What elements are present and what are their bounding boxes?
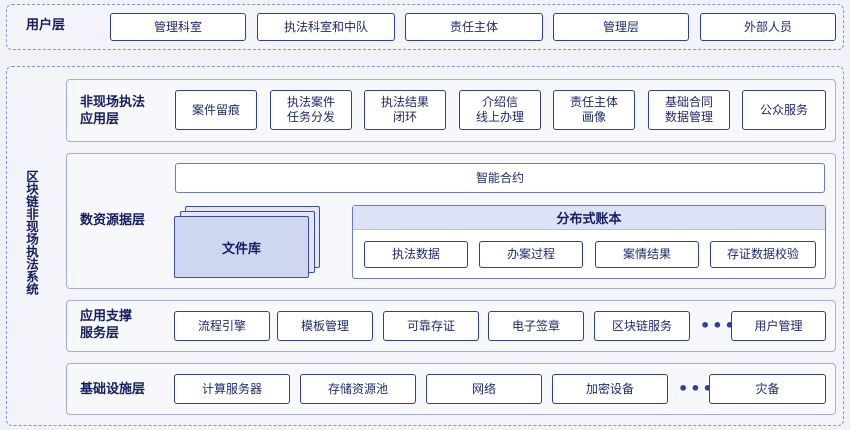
app-item-1: 案件留痕 [175, 90, 257, 130]
data-layer-label: 数资源据层 [80, 213, 146, 228]
infra-ellipsis: ••• [678, 379, 715, 398]
ledger-item-1: 执法数据 [364, 241, 468, 268]
infra-layer-label: 基础设施层 [80, 382, 146, 397]
infra-item-3: 网络 [426, 374, 542, 404]
app-item-6: 基础合同 数据管理 [648, 90, 730, 130]
user-外部人员: 外部人员 [700, 13, 836, 41]
user-责任主体: 责任主体 [405, 13, 543, 41]
support-item-5: 区块链服务 [594, 311, 690, 341]
infra-item-4: 加密设备 [552, 374, 668, 404]
app-item-2: 执法案件 任务分发 [270, 90, 352, 130]
system-title: 区块链非现场执法系统 [24, 170, 39, 295]
app-item-5: 责任主体 画像 [553, 90, 635, 130]
support-item-4: 电子签章 [488, 311, 584, 341]
support-item-3: 可靠存证 [383, 311, 479, 341]
app-layer-label: 非现场执法 应用层 [80, 95, 146, 127]
infra-item-2: 存储资源池 [300, 374, 416, 404]
app-item-7: 公众服务 [742, 90, 826, 130]
ledger-item-2: 办案过程 [479, 241, 583, 268]
user-执法科室和中队: 执法科室和中队 [257, 13, 395, 41]
user-管理科室: 管理科室 [110, 13, 246, 41]
user-layer-label: 用户层 [26, 18, 66, 33]
app-item-4: 介绍信 线上办理 [459, 90, 541, 130]
support-item-2: 模板管理 [277, 311, 373, 341]
support-ellipsis: ••• [700, 316, 737, 335]
infra-last-item: 灾备 [709, 374, 826, 404]
app-item-3: 执法结果 闭环 [364, 90, 446, 130]
user-管理层: 管理层 [553, 13, 689, 41]
support-item-1: 流程引擎 [174, 311, 270, 341]
support-last-item: 用户管理 [731, 311, 826, 341]
infra-item-1: 计算服务器 [174, 374, 290, 404]
ledger-item-3: 案情结果 [595, 241, 699, 268]
smart-contract: 智能合约 [175, 163, 825, 193]
ledger-title: 分布式账本 [353, 206, 825, 230]
ledger-item-4: 存证数据校验 [710, 241, 816, 268]
file-library: 文件库 [174, 216, 309, 278]
support-layer-label: 应用支撑 服务层 [80, 309, 133, 341]
